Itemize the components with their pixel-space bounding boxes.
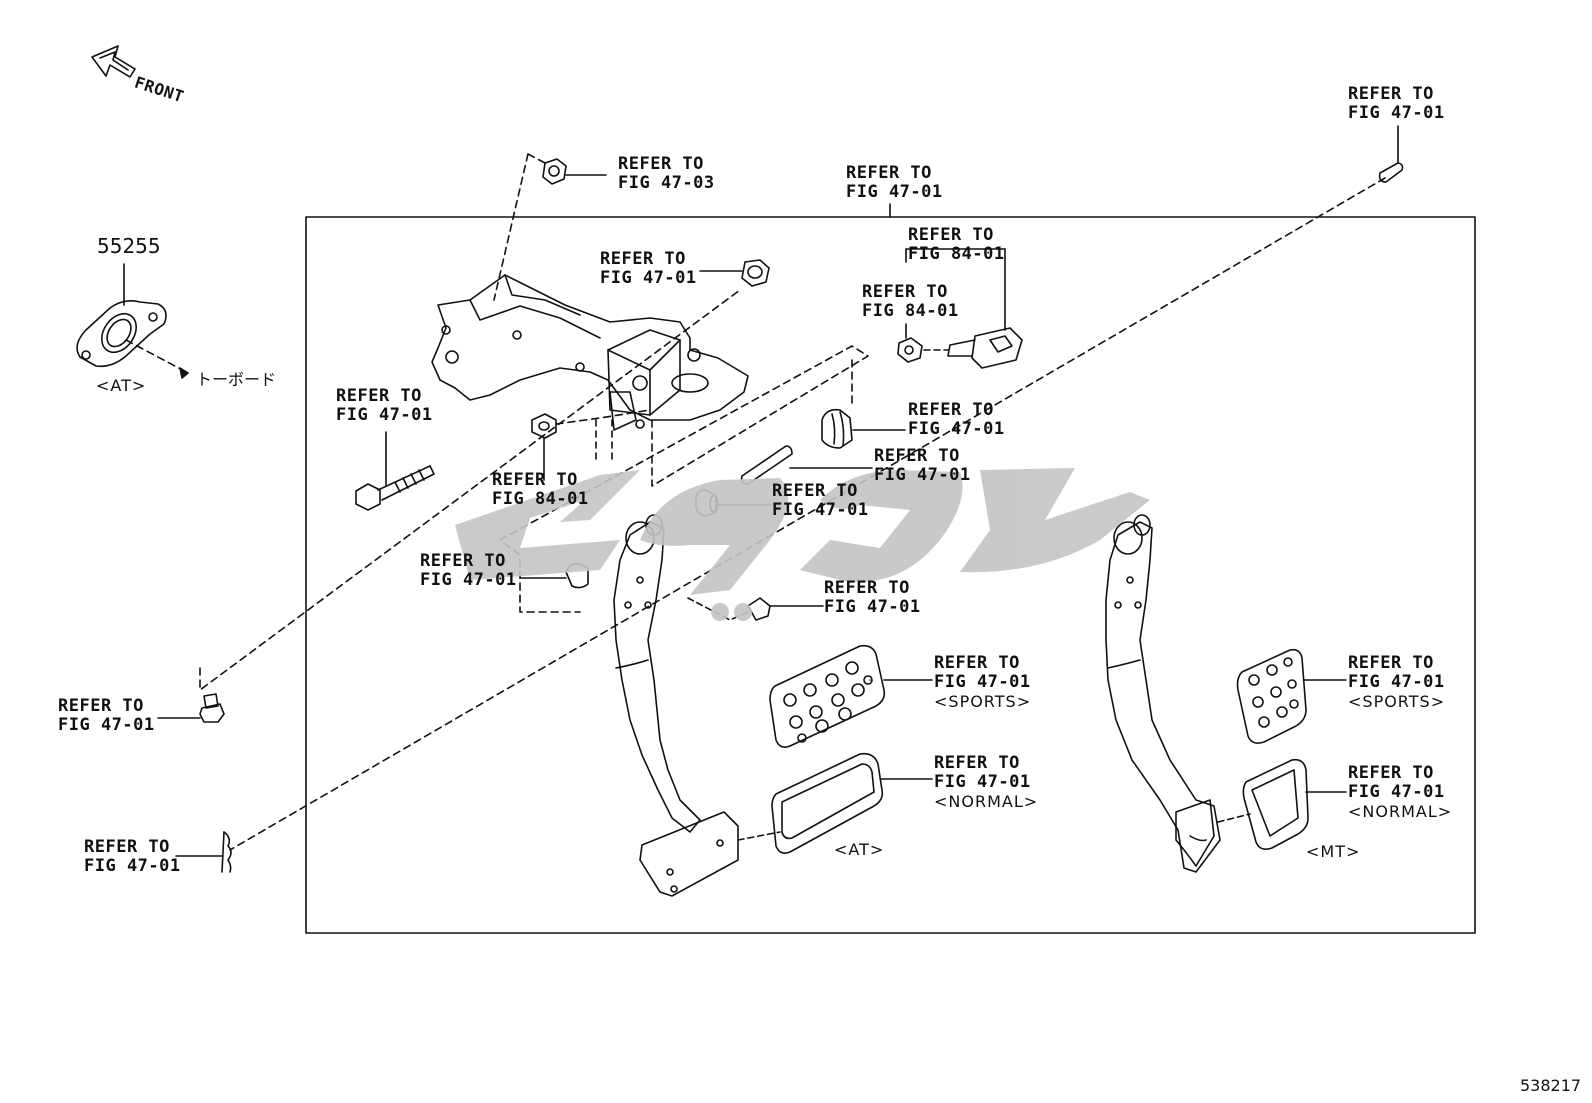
variant-tag-at-pedal: <AT> — [834, 840, 885, 859]
nut-part — [542, 158, 607, 185]
pedal-pad-normal-at — [771, 752, 933, 854]
dashed-diagonal — [199, 289, 741, 691]
dashed-diagonal — [229, 177, 1386, 851]
pedal-pad-sports-at — [769, 644, 933, 748]
flange-nut-part — [699, 259, 770, 287]
dashed-leader — [595, 419, 613, 461]
nut-part-84 — [531, 409, 651, 481]
pedal-pad-normal-mt — [1242, 758, 1347, 850]
clutch-pedal-arm-mt — [1105, 514, 1251, 873]
toboard-label: トーボード — [196, 370, 277, 389]
bolt-part — [157, 693, 225, 723]
pedal-shaft-collar — [740, 445, 873, 485]
variant-tag-at-gasket: <AT> — [96, 376, 147, 395]
gasket-leader — [125, 339, 189, 374]
front-arrow-icon — [91, 45, 136, 78]
stop-lamp-switch-part — [905, 248, 1023, 369]
variant-tag-mt-pedal: <MT> — [1306, 842, 1361, 861]
figure-number: 538217 — [1520, 1076, 1582, 1095]
stopper-part — [747, 597, 824, 621]
lock-nut-part — [897, 323, 949, 363]
arrow-head — [179, 367, 189, 379]
clevis-pin-part — [1378, 125, 1404, 183]
gasket-part — [76, 263, 167, 368]
pedal-pad-sports-mt — [1236, 648, 1347, 744]
cushion-part — [821, 408, 906, 449]
clip-part — [175, 831, 232, 873]
part-number-55255: 55255 — [97, 234, 161, 258]
pedal-bracket — [431, 274, 749, 431]
hex-bolt-part — [355, 431, 435, 511]
watermark-logo — [455, 468, 1150, 621]
dashed-leader — [493, 153, 546, 301]
brake-pedal-arm-at — [613, 514, 781, 897]
dashed-boundary — [499, 345, 869, 613]
